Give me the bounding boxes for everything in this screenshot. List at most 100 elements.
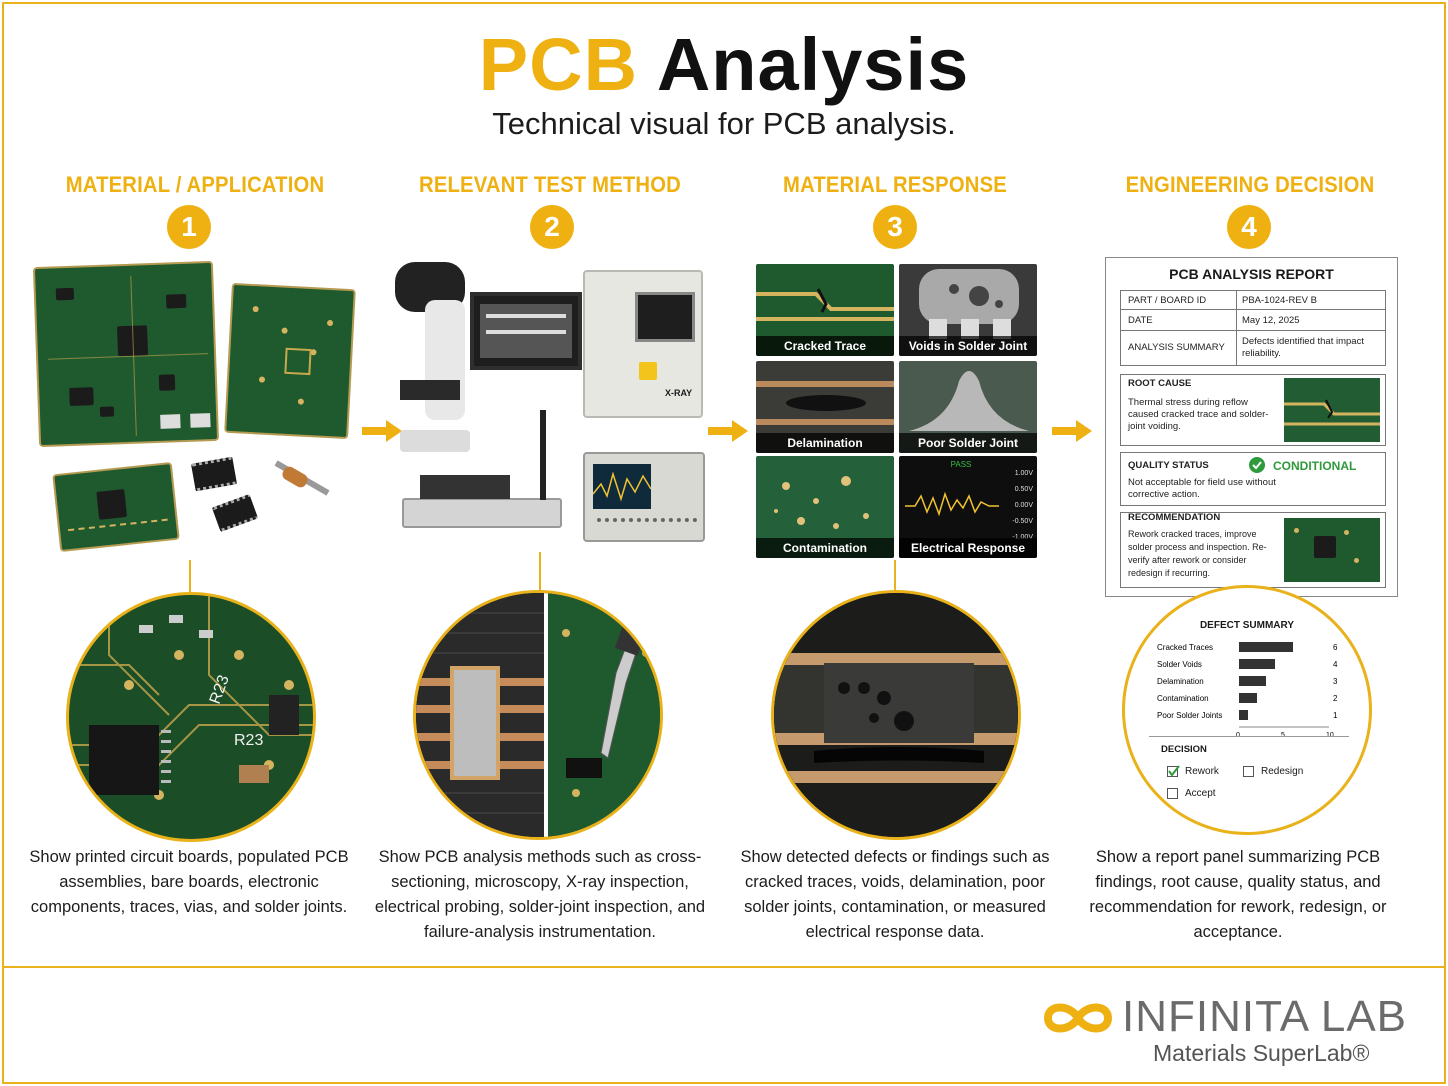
bare-pcb bbox=[224, 282, 356, 440]
defect-bar bbox=[1239, 710, 1248, 720]
oscilloscope bbox=[583, 452, 705, 542]
redesign-label: Redesign bbox=[1261, 766, 1304, 777]
heading-engineering-decision: ENGINEERING DECISION bbox=[1125, 172, 1375, 197]
analysis-monitor bbox=[470, 292, 582, 370]
pcb-closeup-circle: R23 R23 bbox=[66, 592, 316, 842]
defect-bar bbox=[1239, 676, 1266, 686]
cross-section-circle bbox=[413, 590, 663, 840]
root-cause-heading: ROOT CAUSE bbox=[1128, 378, 1192, 389]
microscope-stage bbox=[400, 380, 460, 400]
arrow-right-icon bbox=[1052, 420, 1092, 442]
row-value: PBA-1024-REV B bbox=[1242, 295, 1317, 306]
infinity-icon bbox=[1043, 1003, 1113, 1033]
tile-poor-solder: Poor Solder Joint bbox=[899, 361, 1037, 453]
decision-divider bbox=[1149, 736, 1349, 737]
probe-station-base bbox=[402, 498, 562, 528]
redesign-checkbox[interactable] bbox=[1243, 766, 1254, 777]
heading-test-method: RELEVANT TEST METHOD bbox=[419, 172, 681, 197]
root-cause-image bbox=[1284, 378, 1380, 442]
scope-ticks: 1.00V 0.50V 0.00V -0.50V -1.00V bbox=[1012, 470, 1033, 541]
small-pcb bbox=[52, 461, 180, 553]
row-value: May 12, 2025 bbox=[1242, 315, 1300, 326]
report-info-table bbox=[1120, 290, 1386, 366]
table-divider bbox=[1236, 290, 1237, 366]
x-tick-label: 10 bbox=[1326, 732, 1334, 738]
xray-machine: X-RAY bbox=[583, 270, 703, 418]
bar-value-label: 6 bbox=[1333, 643, 1338, 652]
heading-material-application: MATERIAL / APPLICATION bbox=[65, 172, 325, 197]
bar-category-label: Delamination bbox=[1157, 677, 1204, 686]
title-main: Analysis bbox=[656, 23, 970, 106]
description-2: Show PCB analysis methods such as cross-… bbox=[374, 848, 706, 941]
table-row-line bbox=[1120, 309, 1386, 310]
quality-status: CONDITIONAL bbox=[1273, 459, 1357, 473]
description-1: Show printed circuit boards, populated P… bbox=[29, 848, 349, 916]
connector-line-1 bbox=[189, 560, 191, 594]
pcb-closeup-art: R23 R23 bbox=[69, 595, 313, 800]
recommendation-image bbox=[1284, 518, 1380, 582]
bar-category-label: Solder Voids bbox=[1157, 660, 1202, 669]
defect-summary-title: DEFECT SUMMARY bbox=[1199, 620, 1295, 631]
step-number-3: 3 bbox=[873, 205, 917, 249]
defect-bar bbox=[1239, 693, 1257, 703]
row-label: ANALYSIS SUMMARY bbox=[1128, 342, 1225, 353]
row-label: DATE bbox=[1128, 315, 1153, 326]
bar-value-label: 3 bbox=[1333, 677, 1338, 686]
probe-chuck bbox=[420, 475, 510, 499]
root-cause-text: Thermal stress during reflow caused crac… bbox=[1128, 397, 1269, 432]
delamination-closeup-circle bbox=[771, 590, 1021, 840]
tile-contamination: Contamination bbox=[756, 456, 894, 558]
defect-bar bbox=[1239, 642, 1293, 652]
row-label: PART / BOARD ID bbox=[1128, 295, 1207, 306]
microscope-base bbox=[400, 430, 470, 452]
accept-checkbox[interactable] bbox=[1167, 788, 1178, 799]
microscope-body bbox=[425, 300, 465, 420]
delamination-art bbox=[774, 593, 1018, 837]
decision-heading: DECISION bbox=[1161, 744, 1207, 755]
cross-section-art bbox=[416, 593, 660, 837]
title-highlight: PCB bbox=[478, 23, 639, 106]
bar-category-label: Poor Solder Joints bbox=[1157, 711, 1222, 720]
step-number-1: 1 bbox=[167, 205, 211, 249]
x-tick-label: 0 bbox=[1236, 732, 1240, 738]
check-circle-icon bbox=[1249, 457, 1265, 473]
pcb-analysis-report: PCB ANALYSIS REPORT PART / BOARD ID PBA-… bbox=[1105, 257, 1398, 597]
quality-text: Not acceptable for field use without cor… bbox=[1128, 477, 1276, 500]
description-4: Show a report panel summarizing PCB find… bbox=[1089, 848, 1387, 941]
recommendation-text: Rework cracked traces, improve solder pr… bbox=[1128, 529, 1267, 578]
infinita-lab-logo: INFINITA LAB Materials SuperLab® bbox=[1040, 992, 1410, 1072]
bar-category-label: Cracked Traces bbox=[1157, 643, 1213, 652]
rework-checkbox[interactable] bbox=[1167, 765, 1180, 777]
description-3: Show detected defects or findings such a… bbox=[740, 848, 1050, 941]
heading-material-response: MATERIAL RESPONSE bbox=[783, 172, 1007, 197]
pass-label: PASS bbox=[950, 460, 972, 469]
step-number-2: 2 bbox=[530, 205, 574, 249]
arrow-right-icon bbox=[362, 420, 402, 442]
checkmark-icon bbox=[1168, 765, 1180, 777]
x-tick-label: 5 bbox=[1281, 732, 1285, 738]
probe-arm bbox=[540, 410, 546, 500]
xray-label: X-RAY bbox=[665, 388, 693, 398]
bar-value-label: 1 bbox=[1333, 711, 1338, 720]
bar-category-label: Contamination bbox=[1157, 694, 1209, 703]
report-title: PCB ANALYSIS REPORT bbox=[1169, 266, 1334, 282]
connector-line-2 bbox=[539, 552, 541, 592]
page-subtitle: Technical visual for PCB analysis. bbox=[492, 106, 956, 141]
quality-box bbox=[1120, 452, 1386, 506]
populated-pcb bbox=[32, 260, 220, 448]
logo-name: INFINITA LAB bbox=[1122, 992, 1408, 1041]
step-number-4: 4 bbox=[1227, 205, 1271, 249]
accept-label: Accept bbox=[1185, 788, 1216, 799]
root-cause-box bbox=[1120, 374, 1386, 446]
connector-line-3 bbox=[894, 560, 896, 592]
recommendation-heading: RECOMMENDATION bbox=[1128, 512, 1221, 523]
tile-voids: Voids in Solder Joint bbox=[899, 264, 1037, 356]
tile-electrical-response: PASS 1.00V 0.50V 0.00V -0.50V -1.00V Ele… bbox=[899, 456, 1037, 558]
arrow-right-icon bbox=[708, 420, 748, 442]
bar-value-label: 4 bbox=[1333, 660, 1338, 669]
component-label-2: R23 bbox=[234, 732, 263, 749]
bar-value-label: 2 bbox=[1333, 694, 1338, 703]
